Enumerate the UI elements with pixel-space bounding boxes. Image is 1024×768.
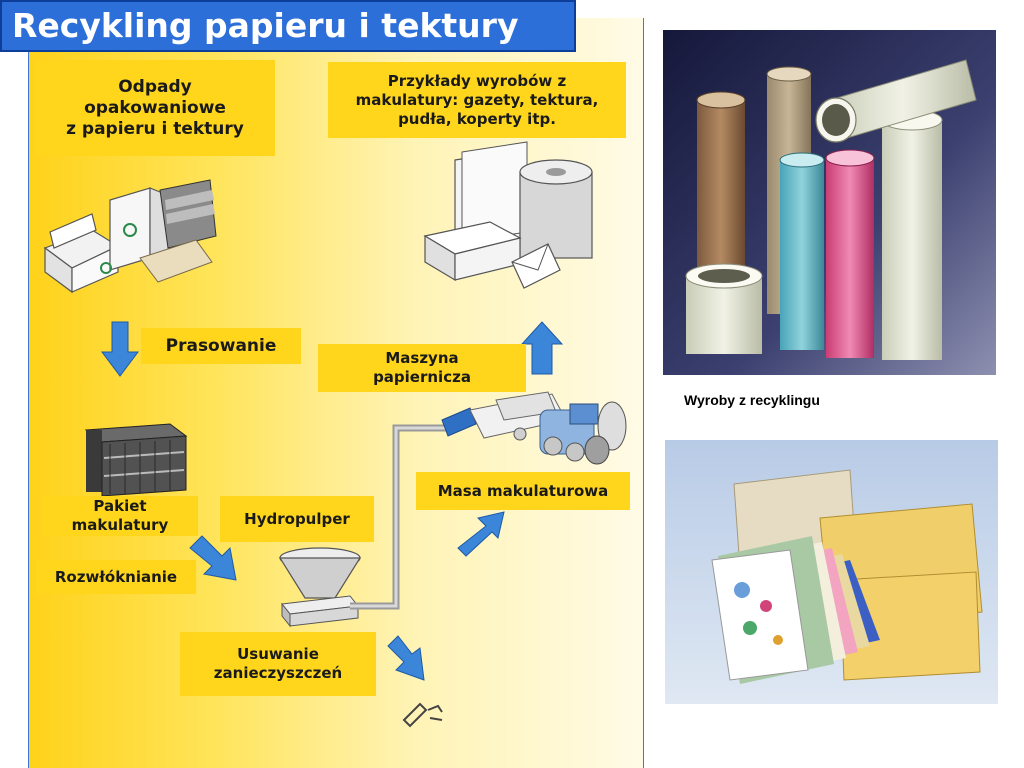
recycled-tubes-photo bbox=[663, 30, 996, 375]
paper-products-illustration bbox=[423, 141, 593, 289]
arrow-right-down-icon bbox=[189, 535, 237, 581]
paper-machine-illustration bbox=[441, 391, 627, 465]
recycled-folders-photo bbox=[665, 440, 998, 704]
arrow-down-icon bbox=[101, 321, 139, 377]
label-defibering: Rozwłóknianie bbox=[36, 560, 196, 594]
label-line: Odpady bbox=[118, 76, 192, 97]
label-line: z papieru i tektury bbox=[66, 118, 244, 139]
arrow-up-icon bbox=[520, 321, 564, 375]
label-line: opakowaniowe bbox=[84, 97, 226, 118]
label-line: papiernicza bbox=[373, 368, 471, 386]
label-packaging-waste: Odpady opakowaniowe z papieru i tektury bbox=[35, 60, 275, 156]
label-line: Maszyna bbox=[385, 349, 459, 367]
label-pulp: Masa makulaturowa bbox=[416, 472, 630, 510]
label-line: Przykłady wyrobów z bbox=[387, 71, 567, 90]
label-line: Pakiet bbox=[93, 497, 147, 515]
label-products-examples: Przykłady wyrobów z makulatury: gazety, … bbox=[328, 62, 626, 138]
arrow-up-right-icon bbox=[457, 511, 505, 557]
label-line: makulatury: gazety, tektura, bbox=[355, 90, 599, 109]
paper-bale-illustration bbox=[84, 423, 188, 497]
label-contaminant-removal: Usuwanie zanieczyszczeń bbox=[180, 632, 376, 696]
pulp-pipe bbox=[350, 424, 452, 610]
arrow-down-right-icon bbox=[387, 635, 425, 681]
label-hydropulper: Hydropulper bbox=[220, 496, 374, 542]
label-paper-machine: Maszyna papiernicza bbox=[318, 344, 526, 392]
packaging-waste-illustration bbox=[43, 179, 217, 294]
label-line: Usuwanie bbox=[237, 645, 319, 663]
photo-caption: Wyroby z recyklingu bbox=[684, 392, 820, 408]
label-line: pudła, koperty itp. bbox=[398, 109, 556, 128]
label-line: zanieczyszczeń bbox=[213, 664, 343, 682]
hydropulper-illustration bbox=[278, 547, 362, 628]
label-bale: Pakiet makulatury bbox=[42, 496, 198, 536]
slide-title: Recykling papieru i tektury bbox=[0, 0, 576, 52]
label-line: makulatury bbox=[71, 516, 169, 534]
label-pressing: Prasowanie bbox=[141, 328, 301, 364]
contaminants-clips-icon bbox=[402, 702, 443, 728]
